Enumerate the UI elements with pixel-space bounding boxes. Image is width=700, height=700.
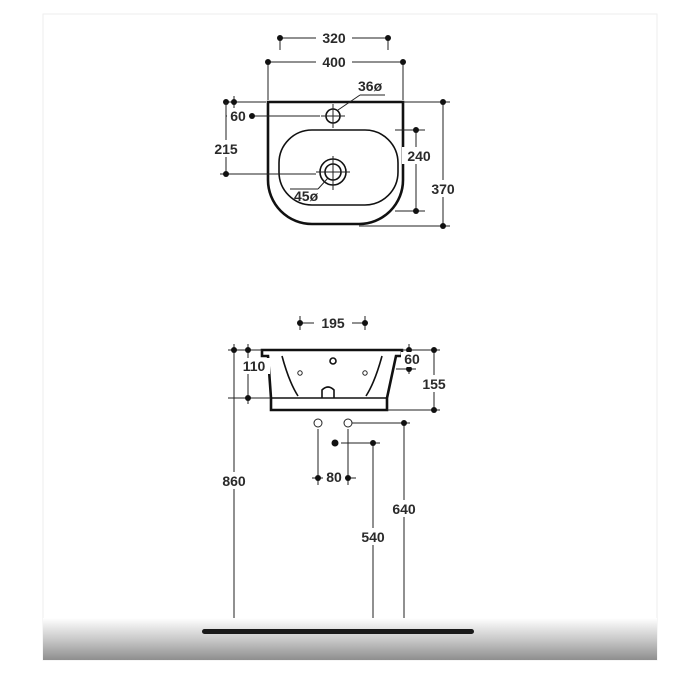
fixing-hole-right [343, 418, 353, 428]
floor-band [43, 618, 657, 660]
dim-floor-to-top: 860 [222, 473, 246, 489]
basin-outline-top [266, 100, 405, 226]
dim-front-inner-width: 195 [321, 315, 345, 331]
top-view: 320 400 36ø 60 215 240 [208, 29, 460, 229]
front-right-hole [362, 370, 368, 376]
dim-width-inner: 320 [322, 30, 346, 46]
front-tap-hole [329, 357, 337, 365]
fixing-hole-left [313, 418, 323, 428]
dim-waste-height: 540 [361, 529, 385, 545]
dim-tap-hole: 36ø [358, 78, 383, 94]
dim-side-depth: 215 [214, 141, 238, 157]
dim-width-outer: 400 [322, 54, 346, 70]
front-left-hole [297, 370, 303, 376]
dim-inner-depth: 240 [407, 148, 431, 164]
dim-rim-offset: 60 [230, 108, 246, 124]
waste-point [331, 439, 339, 447]
drawing-frame [42, 13, 658, 661]
dim-total-depth: 370 [431, 181, 455, 197]
dim-fixing-spacing: 80 [326, 469, 342, 485]
dim-rim-height: 60 [404, 351, 420, 367]
dim-fixing-height: 640 [392, 501, 416, 517]
dim-drain-hole: 45ø [294, 188, 319, 204]
dim-total-height: 155 [422, 376, 446, 392]
floor-line [202, 629, 474, 634]
inner-bowl [278, 129, 399, 206]
dim-basin-height: 110 [243, 358, 266, 374]
front-view: 195 110 60 155 860 [216, 314, 451, 633]
